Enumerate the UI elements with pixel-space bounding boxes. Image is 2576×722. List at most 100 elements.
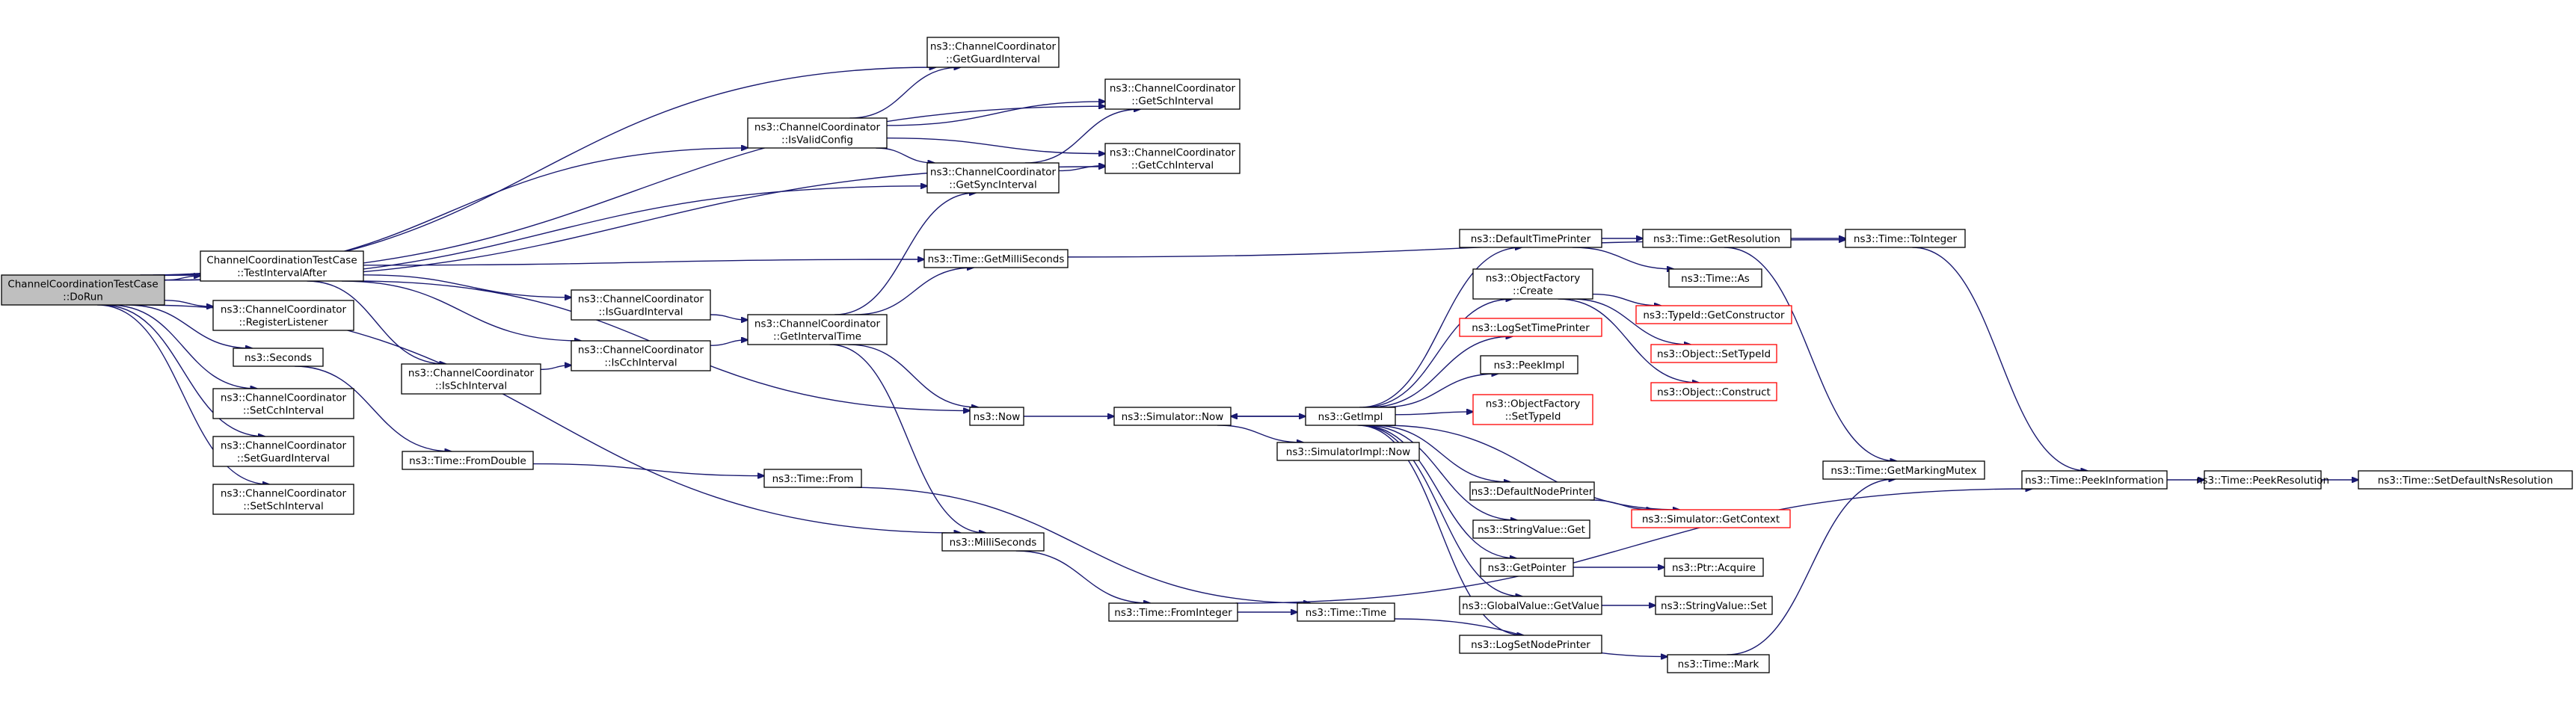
node-label-line: ns3::ChannelCoordinator <box>578 345 704 357</box>
node-label-line: ns3::Object::Construct <box>1657 386 1771 398</box>
graph-node-globalvalget[interactable]: ns3::GlobalValue::GetValue <box>1459 596 1602 615</box>
node-box <box>747 314 888 345</box>
graph-node-seconds[interactable]: ns3::Seconds <box>233 348 324 367</box>
graph-node-now[interactable]: ns3::Now <box>969 407 1024 426</box>
call-edge-tia-to-getms <box>363 259 924 266</box>
graph-node-timeas[interactable]: ns3::Time::As <box>1668 268 1762 288</box>
graph-node-simgetcontext[interactable]: ns3::Simulator::GetContext <box>1631 509 1791 528</box>
graph-node-isguard[interactable]: ns3::ChannelCoordinator::IsGuardInterval <box>571 289 711 321</box>
graph-node-getresolution[interactable]: ns3::Time::GetResolution <box>1642 229 1792 248</box>
call-edge-getimpl-to-defnodeprinter <box>1372 425 1510 482</box>
graph-node-getimpl[interactable]: ns3::GetImpl <box>1305 407 1396 426</box>
node-label-line: ::Create <box>1513 286 1553 297</box>
node-box <box>1104 78 1241 110</box>
node-label-line: ns3::SimulatorImpl::Now <box>1286 446 1410 458</box>
graph-node-tointeger[interactable]: ns3::Time::ToInteger <box>1845 229 1966 248</box>
graph-node-peekres[interactable]: ns3::Time::PeekResolution <box>2196 470 2329 490</box>
node-box <box>1472 394 1593 425</box>
graph-node-simnow[interactable]: ns3::Simulator::Now <box>1113 407 1232 426</box>
node-label-line: ::RegisterListener <box>239 317 328 329</box>
call-edge-simnow-to-simimplnow <box>1217 425 1303 442</box>
graph-node-isvalid[interactable]: ns3::ChannelCoordinator::IsValidConfig <box>747 117 888 149</box>
graph-node-iscch[interactable]: ns3::ChannelCoordinator::IsCchInterval <box>571 340 711 371</box>
graph-node-simimplnow[interactable]: ns3::SimulatorImpl::Now <box>1276 442 1420 461</box>
node-label-line: ns3::Now <box>974 411 1021 423</box>
graph-node-reglist[interactable]: ns3::ChannelCoordinator::RegisterListene… <box>212 300 354 331</box>
node-label-line: ns3::Time::PeekResolution <box>2196 475 2329 487</box>
call-edge-root-to-setguard <box>101 304 265 436</box>
call-edge-issch-to-iscch <box>540 365 571 370</box>
graph-node-timemark[interactable]: ns3::Time::Mark <box>1667 654 1770 673</box>
graph-node-logsetnode[interactable]: ns3::LogSetNodePrinter <box>1459 635 1602 654</box>
graph-node-getsync[interactable]: ns3::ChannelCoordinator::GetSyncInterval <box>926 162 1060 194</box>
graph-node-objconstruct[interactable]: ns3::Object::Construct <box>1650 382 1777 401</box>
graph-node-setguard[interactable]: ns3::ChannelCoordinator::SetGuardInterva… <box>212 436 354 467</box>
graph-node-timefrom[interactable]: ns3::Time::From <box>763 469 862 488</box>
call-edge-tia-to-iscch <box>341 280 581 341</box>
node-label-line: ns3::ChannelCoordinator <box>930 41 1057 53</box>
graph-node-tia[interactable]: ChannelCoordinationTestCase::TestInterva… <box>200 250 364 282</box>
node-label-line: ns3::Time::As <box>1681 273 1750 285</box>
graph-node-typeidgetctor[interactable]: ns3::TypeId::GetConstructor <box>1635 305 1792 324</box>
node-label-line: ::IsSchInterval <box>435 380 507 392</box>
graph-node-root[interactable]: ChannelCoordinationTestCase::DoRun <box>1 274 165 306</box>
graph-node-peekimpl[interactable]: ns3::PeekImpl <box>1480 355 1579 374</box>
graph-node-setcch[interactable]: ns3::ChannelCoordinator::SetCchInterval <box>212 388 354 419</box>
node-label-line: ::SetCchInterval <box>243 405 324 417</box>
node-box <box>233 348 324 367</box>
node-box <box>212 484 354 515</box>
graph-node-getpointer[interactable]: ns3::GetPointer <box>1480 558 1574 577</box>
call-edge-deftimeprinter-to-timeas <box>1572 247 1673 269</box>
node-box <box>969 407 1024 426</box>
node-label-line: ns3::GlobalValue::GetValue <box>1462 600 1599 612</box>
graph-node-strvalset[interactable]: ns3::StringValue::Set <box>1655 596 1773 615</box>
node-label-line: ::IsCchInterval <box>604 357 677 369</box>
graph-node-defnodeprinter[interactable]: ns3::DefaultNodePrinter <box>1469 481 1595 501</box>
graph-node-getintervaltime[interactable]: ns3::ChannelCoordinator::GetIntervalTime <box>747 314 888 345</box>
graph-node-setdefns[interactable]: ns3::Time::SetDefaultNsResolution <box>2358 470 2573 490</box>
node-label-line: ns3::Time::FromInteger <box>1114 607 1232 619</box>
graph-node-issch[interactable]: ns3::ChannelCoordinator::IsSchInterval <box>401 363 541 395</box>
call-edge-tia-to-isguard <box>363 274 571 297</box>
node-box <box>1472 268 1593 300</box>
node-label-line: ::IsGuardInterval <box>599 306 683 318</box>
node-box <box>1472 519 1590 539</box>
call-edge-getimpl-to-deftimeprinter <box>1359 247 1522 408</box>
node-label-line: ns3::GetPointer <box>1488 562 1567 574</box>
graph-node-objsettypeid[interactable]: ns3::Object::SetTypeId <box>1650 344 1777 363</box>
graph-node-deftimeprinter[interactable]: ns3::DefaultTimePrinter <box>1459 229 1602 248</box>
graph-node-timetime[interactable]: ns3::Time::Time <box>1297 602 1395 622</box>
node-label-line: ns3::ChannelCoordinator <box>754 318 881 330</box>
node-label-line: ::SetGuardInterval <box>237 453 330 465</box>
node-label-line: ::GetSyncInterval <box>949 179 1036 191</box>
graph-node-fromdouble[interactable]: ns3::Time::FromDouble <box>402 451 534 470</box>
node-box <box>1668 268 1762 288</box>
graph-node-peekinfo[interactable]: ns3::Time::PeekInformation <box>2021 470 2168 490</box>
node-box <box>571 289 711 321</box>
graph-node-getcch[interactable]: ns3::ChannelCoordinator::GetCchInterval <box>1104 143 1241 174</box>
node-box <box>1650 344 1777 363</box>
node-box <box>1655 596 1773 615</box>
graph-node-strvalget[interactable]: ns3::StringValue::Get <box>1472 519 1590 539</box>
graph-node-getms[interactable]: ns3::Time::GetMilliSeconds <box>923 249 1069 268</box>
node-layer: ChannelCoordinationTestCase::DoRun Channe… <box>1 37 2573 673</box>
graph-node-ptracquire[interactable]: ns3::Ptr::Acquire <box>1664 558 1764 577</box>
graph-node-logsettime[interactable]: ns3::LogSetTimePrinter <box>1459 318 1602 337</box>
graph-node-getsch[interactable]: ns3::ChannelCoordinator::GetSchInterval <box>1104 78 1241 110</box>
graph-node-frominteger[interactable]: ns3::Time::FromInteger <box>1108 602 1238 622</box>
node-box <box>923 249 1069 268</box>
graph-node-objfactcreate[interactable]: ns3::ObjectFactory::Create <box>1472 268 1593 300</box>
node-box <box>1650 382 1777 401</box>
graph-node-getmarkingmutex[interactable]: ns3::Time::GetMarkingMutex <box>1822 460 1985 480</box>
node-box <box>747 117 888 149</box>
graph-node-objfactsettype[interactable]: ns3::ObjectFactory::SetTypeId <box>1472 394 1593 425</box>
node-box <box>1631 509 1791 528</box>
call-edge-isvalid-to-getsync <box>876 147 934 163</box>
graph-node-millis[interactable]: ns3::MilliSeconds <box>941 532 1045 552</box>
graph-node-setsch[interactable]: ns3::ChannelCoordinator::SetSchInterval <box>212 484 354 515</box>
node-label-line: ns3::StringValue::Get <box>1478 524 1585 536</box>
call-edge-getintervaltime-to-now <box>848 344 978 407</box>
graph-node-getguard[interactable]: ns3::ChannelCoordinator::GetGuardInterva… <box>926 37 1060 68</box>
node-label-line: ns3::PeekImpl <box>1494 360 1565 371</box>
node-label-line: ns3::ChannelCoordinator <box>221 304 347 316</box>
